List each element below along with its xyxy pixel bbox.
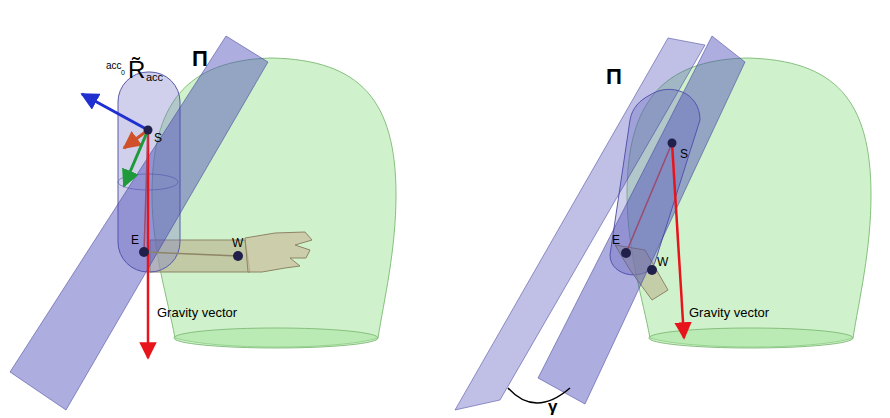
frame-subscript: acc [146, 72, 163, 83]
plane [538, 36, 745, 404]
joint [668, 139, 677, 148]
plane-label: Π [606, 66, 622, 88]
plane-label: Π [192, 48, 208, 70]
segment [626, 143, 672, 253]
joint-label: S [154, 132, 162, 144]
axis-x [82, 94, 148, 130]
segment [144, 252, 238, 256]
plane [10, 36, 268, 410]
vector-label: Gravity vector [689, 306, 769, 319]
segment [144, 130, 148, 252]
hand [245, 232, 312, 272]
joint [139, 247, 149, 257]
joint [621, 248, 631, 258]
joint-label: W [657, 256, 668, 268]
joint-label: S [680, 148, 688, 160]
frame-symbol: R̃ [128, 58, 145, 82]
frame-superscript: acc [106, 61, 122, 71]
angle-label: γ [548, 398, 557, 415]
torso-base [174, 328, 378, 348]
joint-label: E [131, 234, 139, 246]
gravity-vector [672, 143, 684, 338]
angle-arc [508, 388, 570, 403]
right-panel [455, 36, 871, 410]
joint-label: E [612, 234, 620, 246]
joint [647, 265, 657, 275]
joint [144, 126, 153, 135]
axis-z [124, 130, 148, 186]
vector-label: Gravity vector [157, 306, 237, 319]
joint [233, 251, 243, 261]
left-panel [10, 36, 396, 410]
torso-base [649, 328, 853, 348]
frame-index: 0 [121, 69, 125, 76]
joint-label: W [232, 237, 243, 249]
